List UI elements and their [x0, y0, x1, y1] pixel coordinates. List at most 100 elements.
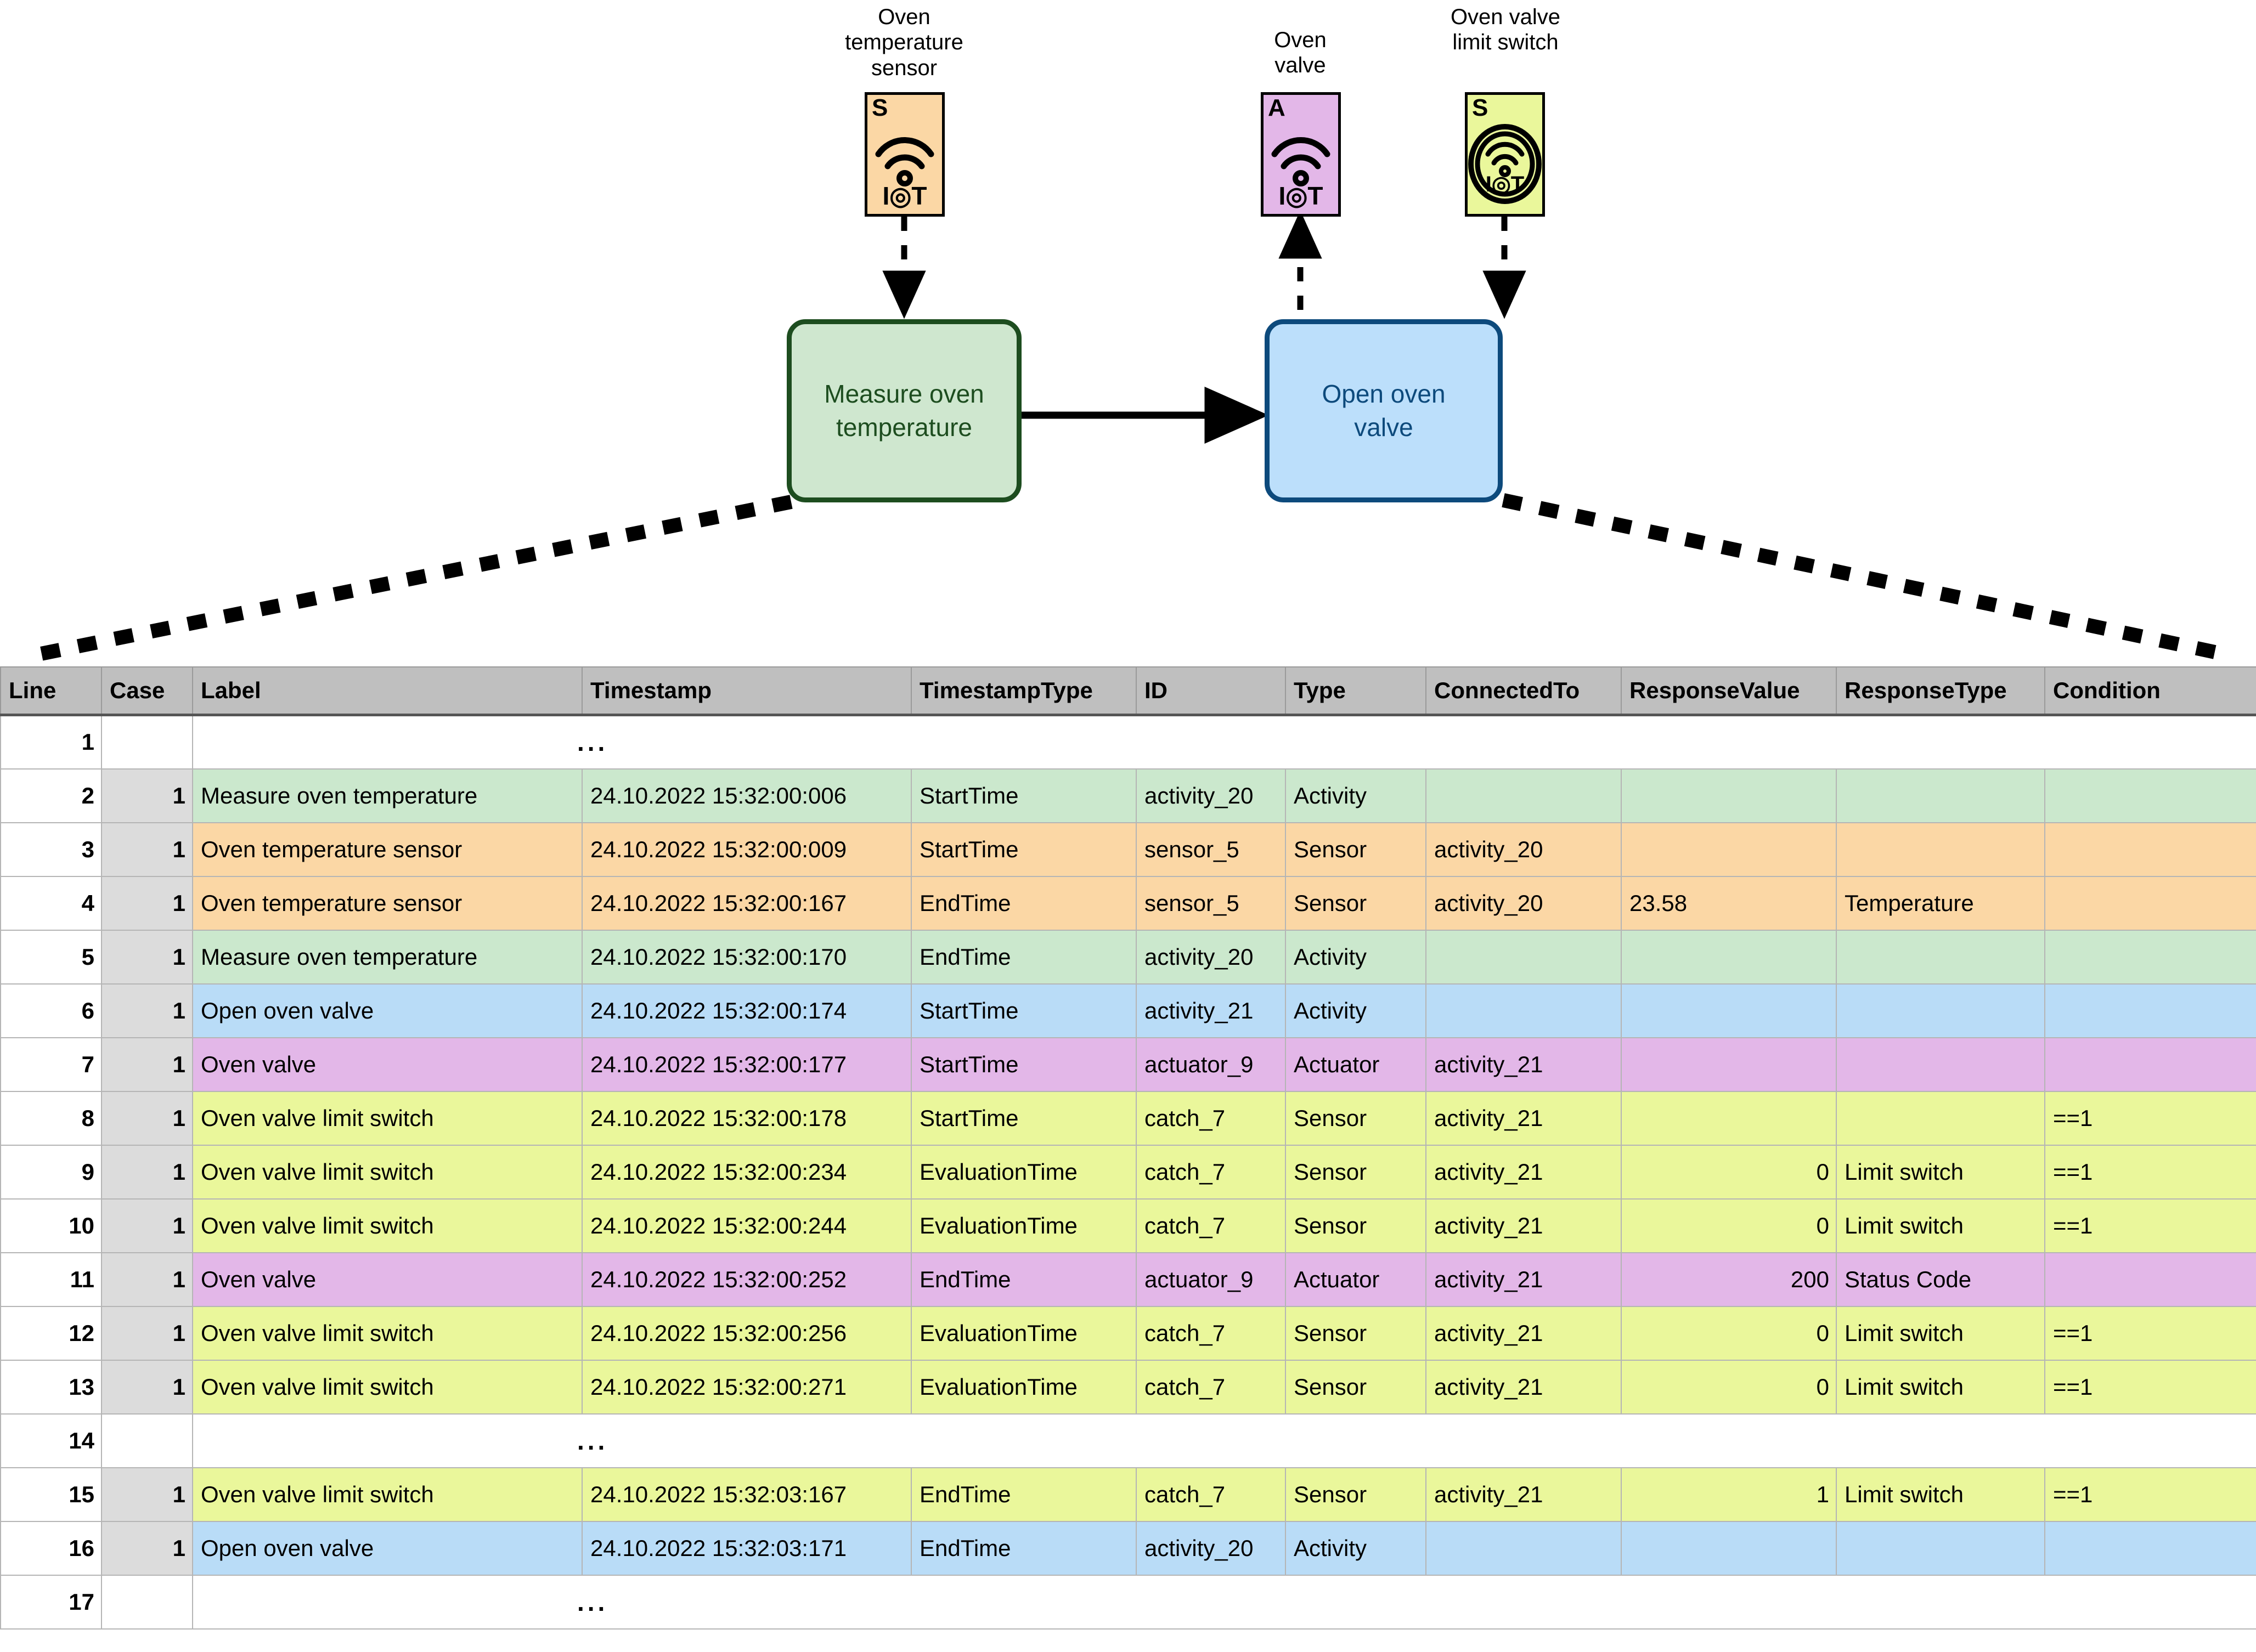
cell-label: Oven valve limit switch [192, 1144, 583, 1200]
cell-responsevalue [1621, 983, 1837, 1038]
oven-temperature-sensor-label: Oven temperature sensor [845, 5, 963, 80]
col-header-timestamp: Timestamp [582, 666, 912, 716]
cell-condition [2044, 929, 2256, 985]
cell-case: 1 [101, 1037, 193, 1092]
event-log-table-container: Line Case Label Timestamp TimestampType … [0, 666, 2256, 1630]
oven-valve-limit-switch-device[interactable]: S I◎T [1465, 92, 1545, 217]
activity-measure-oven-temperature[interactable]: Measure oven temperature [787, 319, 1022, 502]
cell-type: Sensor [1285, 1305, 1426, 1361]
cell-timestamp: 24.10.2022 15:32:00:252 [582, 1252, 912, 1307]
cell-case [101, 1413, 193, 1468]
iot-wifi-icon: I◎T [1271, 137, 1330, 210]
cell-condition [2044, 1037, 2256, 1092]
cell-condition [2044, 768, 2256, 823]
cell-id: actuator_9 [1136, 1037, 1286, 1092]
cell-case: 1 [101, 1520, 193, 1576]
cell-type: Sensor [1285, 875, 1426, 931]
cell-condition: ==1 [2044, 1467, 2256, 1522]
cell-responsetype: Limit switch [1836, 1305, 2045, 1361]
cell-case: 1 [101, 768, 193, 823]
cell-case: 1 [101, 1090, 193, 1146]
cell-timestamp: 24.10.2022 15:32:00:244 [582, 1198, 912, 1253]
cell-label: Open oven valve [192, 1520, 583, 1576]
cell-timestamptype: EndTime [911, 1467, 1137, 1522]
cell-type: Sensor [1285, 1198, 1426, 1253]
cell-timestamptype: EndTime [911, 1520, 1137, 1576]
cell-id: activity_21 [1136, 983, 1286, 1038]
cell-responsevalue [1621, 1090, 1837, 1146]
cell-responsevalue [1621, 1520, 1837, 1576]
cell-connectedto: activity_21 [1425, 1252, 1622, 1307]
cell-responsevalue: 23.58 [1621, 875, 1837, 931]
cell-responsetype [1836, 1520, 2045, 1576]
cell-type: Sensor [1285, 1467, 1426, 1522]
cell-line: 6 [0, 983, 102, 1038]
oven-valve-device[interactable]: A I◎T [1261, 92, 1341, 217]
sensor-kind-letter: S [872, 94, 888, 121]
cell-timestamp: 24.10.2022 15:32:00:174 [582, 983, 912, 1038]
cell-timestamp: 24.10.2022 15:32:00:177 [582, 1037, 912, 1092]
table-row[interactable]: 14... [0, 1413, 2256, 1468]
col-header-type: Type [1285, 666, 1426, 716]
table-row[interactable]: 17... [0, 1574, 2256, 1630]
cell-type: Activity [1285, 929, 1426, 985]
cell-responsevalue [1621, 768, 1837, 823]
cell-case: 1 [101, 875, 193, 931]
cell-connectedto [1425, 929, 1622, 985]
table-header-row: Line Case Label Timestamp TimestampType … [0, 666, 2256, 716]
cell-condition [2044, 983, 2256, 1038]
cell-timestamptype: EndTime [911, 875, 1137, 931]
activity-label: Measure oven temperature [824, 379, 984, 442]
cell-line: 4 [0, 875, 102, 931]
cell-timestamp: 24.10.2022 15:32:03:167 [582, 1467, 912, 1522]
cell-connectedto: activity_21 [1425, 1198, 1622, 1253]
cell-responsetype: Limit switch [1836, 1467, 2045, 1522]
cell-timestamp: 24.10.2022 15:32:00:009 [582, 822, 912, 877]
cell-responsetype: Status Code [1836, 1252, 2045, 1307]
cell-connectedto: activity_20 [1425, 875, 1622, 931]
cell-line: 1 [0, 714, 102, 770]
cell-type: Sensor [1285, 822, 1426, 877]
ellipsis-indicator: ... [577, 1426, 608, 1455]
cell-timestamp: 24.10.2022 15:32:03:171 [582, 1520, 912, 1576]
zoom-guide-left [29, 495, 793, 663]
cell-responsevalue [1621, 1037, 1837, 1092]
iot-wifi-circled-icon: I◎T [1468, 124, 1542, 204]
table-row[interactable]: 1... [0, 714, 2256, 770]
cell-label: Oven valve [192, 1037, 583, 1092]
event-log-table: Line Case Label Timestamp TimestampType … [0, 666, 2256, 1630]
cell-condition: ==1 [2044, 1359, 2256, 1415]
oven-temperature-sensor-device[interactable]: S I◎T [865, 92, 945, 217]
col-header-condition: Condition [2044, 666, 2256, 716]
cell-case: 1 [101, 1252, 193, 1307]
zoom-guide-right [1502, 493, 2235, 663]
iot-wifi-icon: I◎T [875, 137, 934, 210]
cell-condition [2044, 875, 2256, 931]
cell-condition [2044, 822, 2256, 877]
cell-connectedto: activity_21 [1425, 1144, 1622, 1200]
cell-line: 12 [0, 1305, 102, 1361]
cell-ellipsis: ... [192, 714, 2256, 770]
cell-responsetype [1836, 983, 2045, 1038]
cell-timestamptype: StartTime [911, 1090, 1137, 1146]
cell-responsevalue [1621, 822, 1837, 877]
cell-timestamptype: EvaluationTime [911, 1359, 1137, 1415]
ellipsis-indicator: ... [577, 1587, 608, 1616]
activity-open-oven-valve[interactable]: Open oven valve [1265, 319, 1503, 502]
cell-timestamp: 24.10.2022 15:32:00:170 [582, 929, 912, 985]
cell-line: 10 [0, 1198, 102, 1253]
